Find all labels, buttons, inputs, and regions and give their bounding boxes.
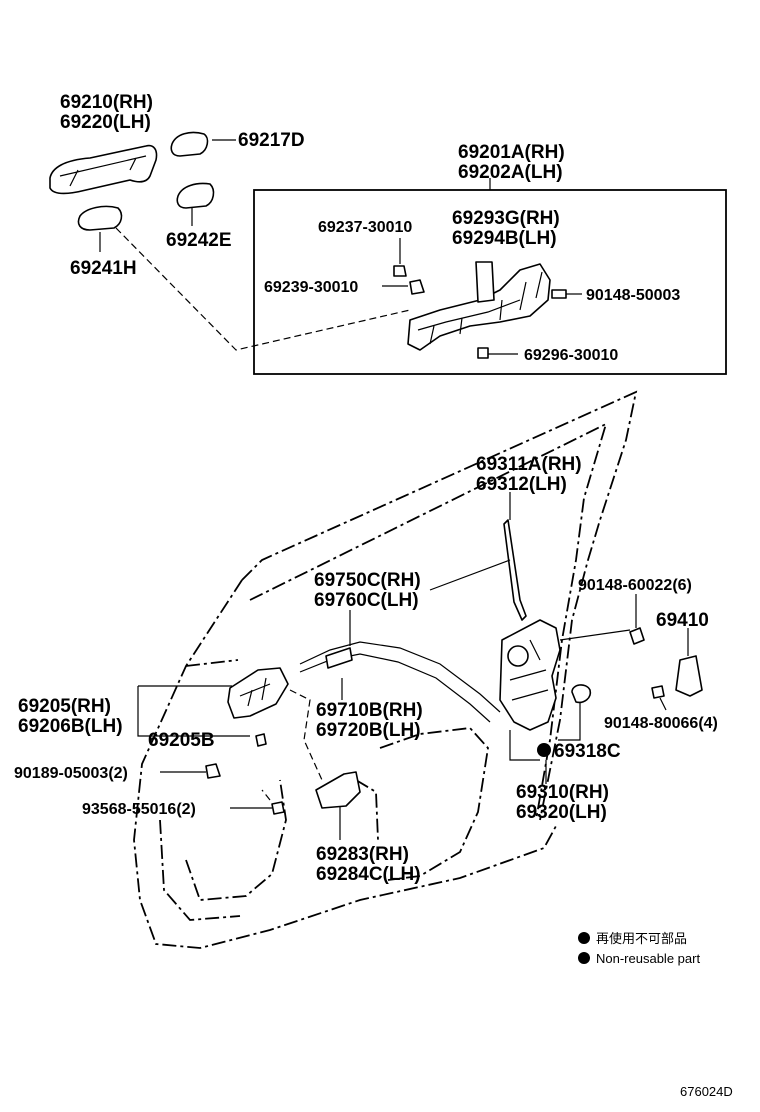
handle-cap[interactable] <box>170 131 209 157</box>
label-cable-lh: 69760C(LH) <box>314 590 419 611</box>
screw-69296[interactable] <box>477 347 489 359</box>
label-pad-h: 69241H <box>70 258 137 279</box>
label-90148-50003: 90148-50003 <box>586 287 680 304</box>
label-90189: 90189-05003(2) <box>14 765 128 782</box>
label-bracket-rh: 69293G(RH) <box>452 208 560 229</box>
label-cover-e: 69242E <box>166 230 232 251</box>
label-inner-handle-rh: 69205(RH) <box>18 696 111 717</box>
legend-text-en: Non-reusable part <box>596 951 700 966</box>
label-cover2-lh: 69284C(LH) <box>316 864 421 885</box>
label-cable-rh: 69750C(RH) <box>314 570 421 591</box>
legend-marker-en <box>578 952 590 964</box>
screw-93568[interactable] <box>271 801 285 815</box>
lock-gear <box>507 645 529 667</box>
outside-handle-group <box>49 131 411 351</box>
label-cap-d: 69217D <box>238 130 305 151</box>
screw-90148-80066[interactable] <box>651 685 665 699</box>
figure-id: 676024D <box>680 1084 733 1099</box>
label-cover2-rh: 69283(RH) <box>316 844 409 865</box>
clip-90189[interactable] <box>205 763 221 779</box>
label-striker: 69410 <box>656 610 709 631</box>
frame-box <box>253 178 727 375</box>
legend-marker-jp <box>578 932 590 944</box>
label-bracket-lh: 69294B(LH) <box>452 228 557 249</box>
labels: 69210(RH) 69220(LH) 69217D 69242E 69241H… <box>14 92 718 885</box>
label-inner-handle-b: 69205B <box>148 730 215 751</box>
inside-handle-clip[interactable] <box>255 733 267 747</box>
label-rod-lh: 69312(LH) <box>476 474 567 495</box>
door-outline <box>133 390 638 949</box>
inside-handle-group <box>137 667 323 815</box>
legend: 再使用不可部品 Non-reusable part <box>578 931 700 966</box>
inside-cover[interactable] <box>315 771 361 809</box>
label-90148-60022: 90148-60022(6) <box>578 577 692 594</box>
label-69239: 69239-30010 <box>264 279 358 296</box>
lock-rod[interactable] <box>503 519 527 621</box>
screw-90148-60022[interactable] <box>629 627 645 645</box>
clip-69239[interactable] <box>409 279 425 295</box>
label-93568: 93568-55016(2) <box>82 801 196 818</box>
label-lock-rh: 69310(RH) <box>516 782 609 803</box>
label-69237: 69237-30010 <box>318 219 412 236</box>
label-frame-lh: 69202A(LH) <box>458 162 563 183</box>
cable-sleeve[interactable] <box>325 647 353 669</box>
rods-and-cables <box>299 492 527 723</box>
inside-handle[interactable] <box>227 667 289 719</box>
label-inner-handle-lh: 69206B(LH) <box>18 716 123 737</box>
label-lock-lh: 69320(LH) <box>516 802 607 823</box>
non-reusable-marker <box>537 743 551 757</box>
label-rod-rh: 69311A(RH) <box>476 454 582 475</box>
label-90148-80066: 90148-80066(4) <box>604 715 718 732</box>
handle-cover[interactable] <box>176 182 215 209</box>
label-seal-c: 69318C <box>554 741 621 762</box>
lock-assembly <box>499 594 645 784</box>
label-handle-rh: 69210(RH) <box>60 92 153 113</box>
label-cable2-lh: 69720B(LH) <box>316 720 421 741</box>
bolt-90148-50003[interactable] <box>551 289 567 299</box>
seal-69318c[interactable] <box>571 684 592 704</box>
legend-text-jp: 再使用不可部品 <box>596 931 687 946</box>
striker[interactable] <box>675 655 703 697</box>
nut-69237[interactable] <box>393 265 407 277</box>
label-69296: 69296-30010 <box>524 347 618 364</box>
cover-group <box>315 771 361 840</box>
label-handle-lh: 69220(LH) <box>60 112 151 133</box>
label-cable2-rh: 69710B(RH) <box>316 700 423 721</box>
outside-handle[interactable] <box>49 144 158 195</box>
bracket[interactable] <box>475 261 495 303</box>
handle-pad[interactable] <box>77 205 123 231</box>
label-frame-rh: 69201A(RH) <box>458 142 565 163</box>
striker-group <box>651 628 703 711</box>
